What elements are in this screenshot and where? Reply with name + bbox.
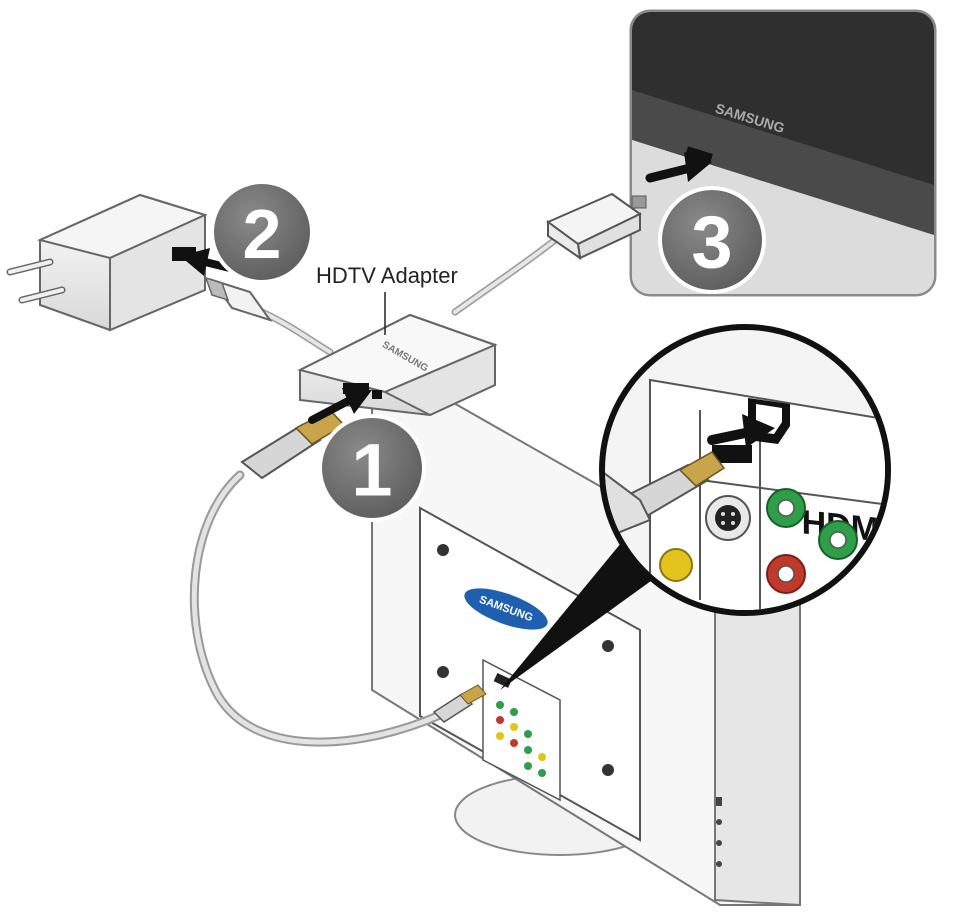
step-badge-1: 1: [318, 414, 426, 522]
cables: [189, 236, 559, 747]
zoom-callout: HDMI: [500, 324, 891, 690]
hdmi-plug-monitor: [432, 684, 487, 723]
arrow-step-3: [645, 152, 712, 183]
usb-plug: [204, 276, 273, 322]
screw-hole: [602, 640, 614, 652]
monitor-side-buttons: [716, 797, 722, 867]
wall-charger: [6, 193, 208, 332]
screw-hole: [602, 764, 614, 776]
adapter-label: HDTV Adapter: [316, 263, 458, 288]
arrow-step-1: [308, 388, 372, 424]
adapter-hdmi-port: [343, 383, 369, 394]
step-number: 3: [691, 201, 732, 284]
adapter-callout: HDTV Adapter: [316, 263, 458, 335]
tv-hdmi-port: [685, 146, 713, 164]
tv-inset: SAMSUNG: [629, 9, 937, 297]
monitor-back: SAMSUNG: [371, 396, 801, 907]
hdtv-adapter: SAMSUNG: [297, 313, 498, 417]
screw-hole: [437, 666, 449, 678]
step-number: 2: [243, 195, 282, 273]
tv-connector-plug: [546, 192, 647, 261]
step-badge-2: 2: [210, 180, 314, 284]
monitor-hdmi-port: [712, 445, 752, 463]
monitor-port-panel: [482, 658, 561, 802]
step-badge-3: 3: [658, 186, 766, 294]
step-number: 1: [351, 429, 392, 512]
screw-hole: [437, 544, 449, 556]
